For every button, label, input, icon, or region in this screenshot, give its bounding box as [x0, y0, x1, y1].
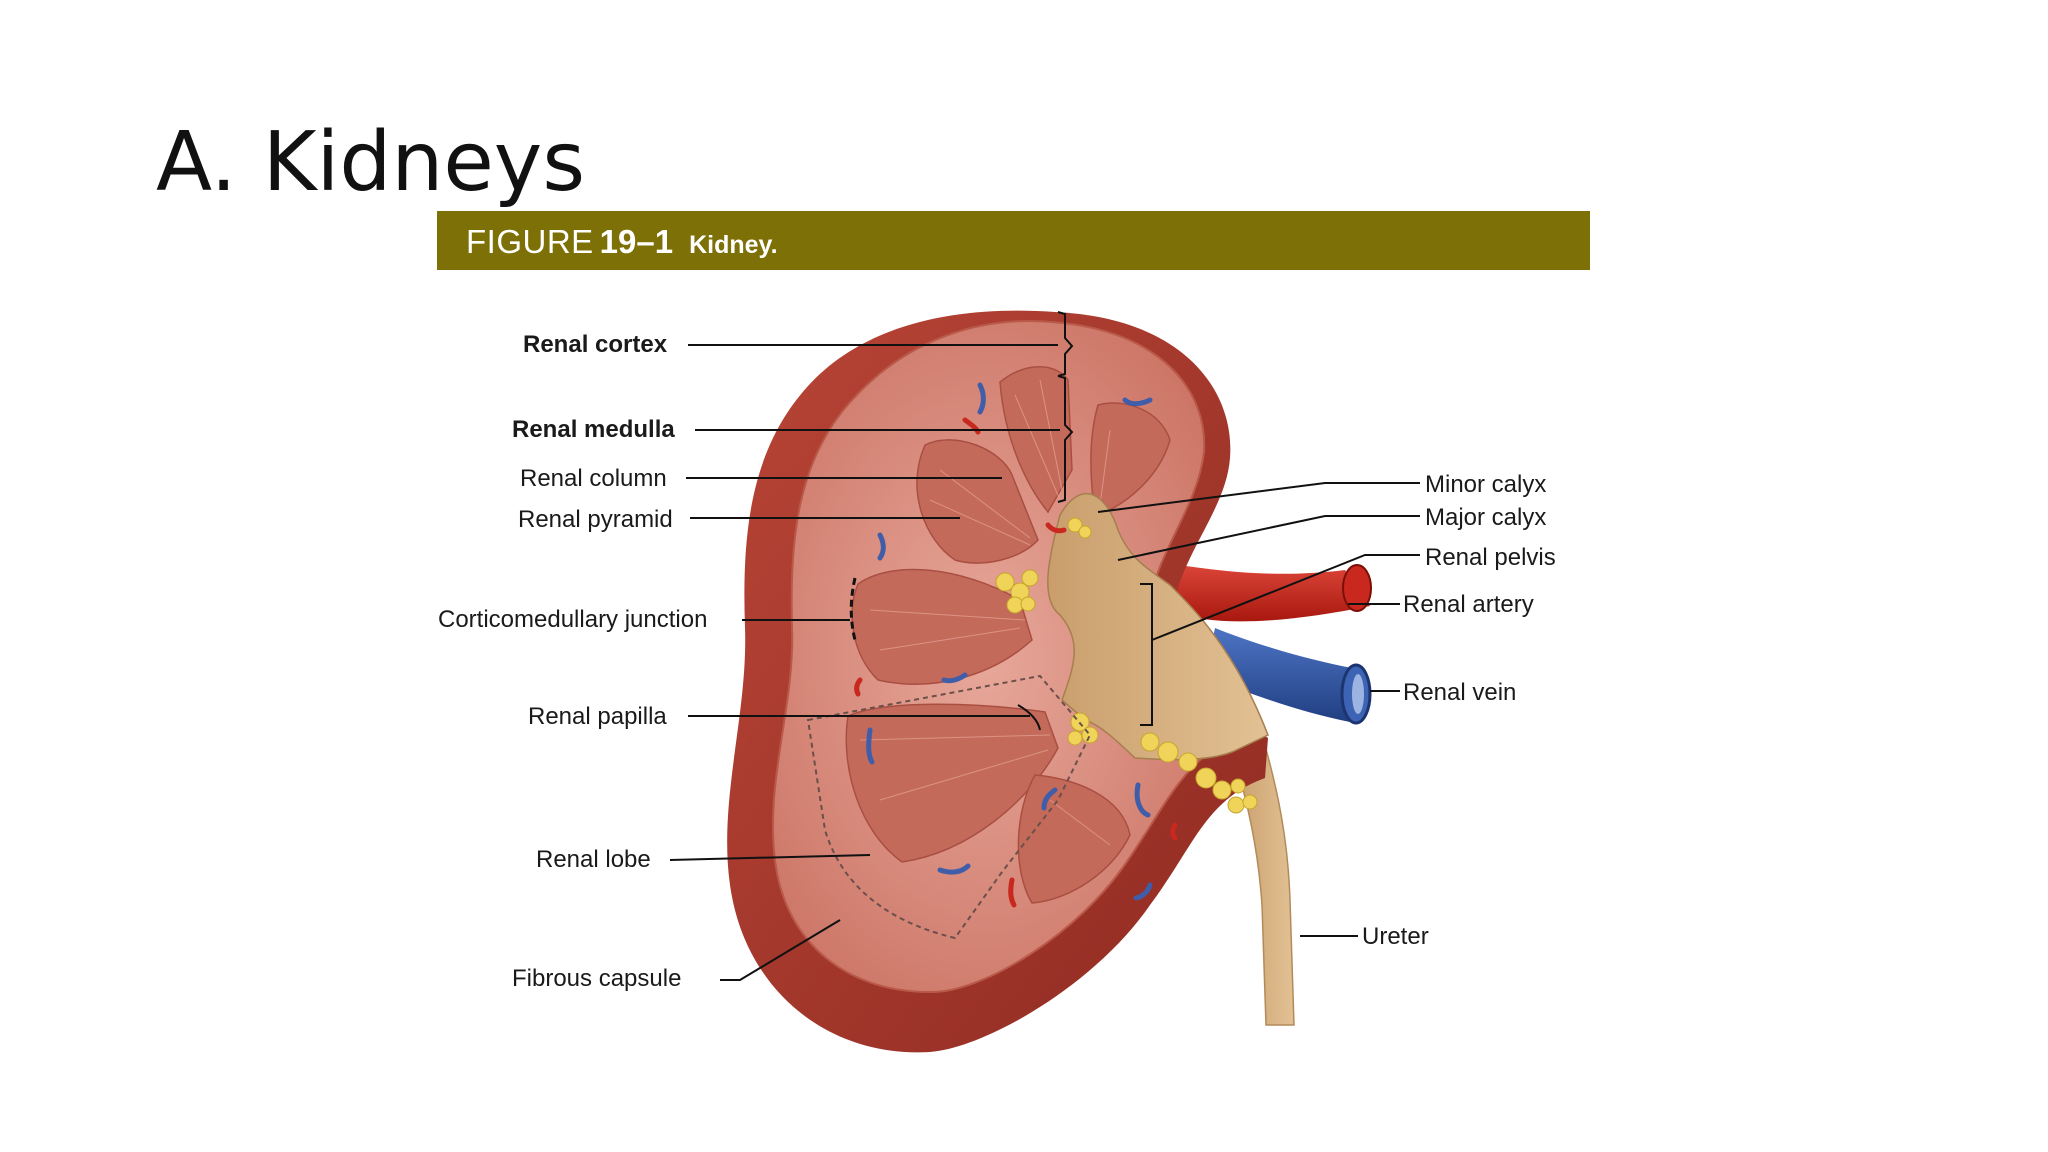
label-renal-artery: Renal artery — [1403, 591, 1534, 618]
label-renal-lobe: Renal lobe — [536, 846, 651, 873]
leader-lines — [669, 344, 1420, 981]
label-minor-calyx: Minor calyx — [1425, 471, 1546, 498]
figure-label-number: 19–1 — [599, 223, 674, 260]
cortex-bracket — [1057, 311, 1074, 377]
renal-pyramids — [845, 366, 1171, 904]
label-renal-pyramid: Renal pyramid — [518, 506, 673, 533]
slide-title: A. Kidneys — [156, 115, 586, 210]
corticomedullary-junction-line — [849, 577, 857, 641]
label-major-calyx: Major calyx — [1425, 504, 1546, 531]
label-renal-cortex: Renal cortex — [523, 331, 668, 358]
label-renal-column: Renal column — [520, 465, 667, 492]
pelvis-bracket — [1140, 583, 1153, 726]
label-ureter: Ureter — [1362, 923, 1429, 950]
figure-caption-bar — [437, 211, 1590, 270]
figure-label-word: FIGURE — [466, 223, 594, 260]
interlobar-vessels — [854, 382, 1178, 908]
renal-artery-opening — [1342, 564, 1372, 612]
label-renal-vein: Renal vein — [1403, 679, 1516, 706]
label-renal-pelvis: Renal pelvis — [1425, 544, 1556, 571]
renal-pelvis-shape — [1047, 493, 1269, 761]
renal-vein-shape — [1205, 628, 1352, 722]
label-corticomedullary-junction: Corticomedullary junction — [438, 606, 707, 633]
label-renal-medulla: Renal medulla — [512, 416, 675, 443]
figure-label-name: Kidney. — [689, 231, 778, 259]
medulla-bracket — [1057, 375, 1074, 503]
renal-fat — [995, 517, 1258, 814]
renal-lobe-outline — [806, 674, 1092, 940]
label-renal-papilla: Renal papilla — [528, 703, 667, 730]
label-fibrous-capsule: Fibrous capsule — [512, 965, 681, 992]
